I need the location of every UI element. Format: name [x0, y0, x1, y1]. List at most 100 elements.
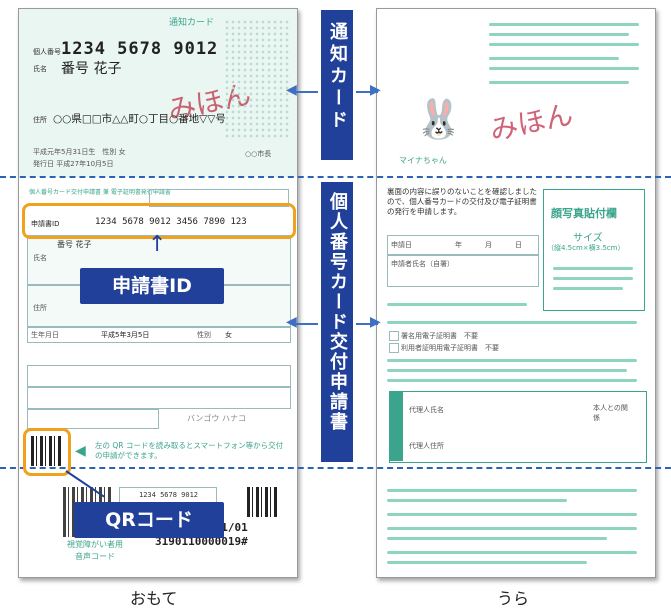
note-line [489, 23, 639, 26]
arrow-left-icon: ◀ [286, 82, 297, 98]
up-arrow-icon: ↑ [148, 232, 167, 257]
field-address-label: 住所 [33, 304, 47, 312]
arrow-line-top [292, 91, 318, 93]
proxy-table [389, 391, 647, 463]
card-address: ○○県□□市△△町○丁目○番地▽▽号 [53, 113, 226, 125]
arrow-line-mid [356, 323, 378, 325]
application-id-value: 1234 5678 9012 3456 7890 123 [95, 217, 247, 227]
stub-number: 1234 5678 9012 [139, 491, 199, 499]
mascot-icon: 🐰 [415, 97, 463, 141]
notification-card: 通知カード 個人番号 1234 5678 9012 氏名 番号 花子 みほん 住… [19, 9, 297, 177]
card-name: 番号 花子 [61, 61, 122, 77]
caption-front: おもて [130, 589, 178, 608]
stub-code-2: 3190110000019# [155, 535, 248, 548]
note-line [489, 81, 629, 84]
note-line [387, 359, 637, 362]
month-label: 月 [485, 241, 492, 249]
gender-label: 性別 [197, 331, 211, 339]
address-label: 住所 [33, 116, 47, 124]
note-line [387, 561, 587, 564]
card-title: 通知カード [169, 18, 215, 28]
note-line [489, 57, 619, 60]
back-sheet: みほん 🐰 マイナちゃん 裏面の内容に誤りのないことを確認しましたので、個人番号… [376, 8, 656, 578]
id-field: 申請書ID 1234 5678 9012 3456 7890 123 [27, 214, 289, 232]
form-top-box [149, 189, 289, 207]
checkbox-2-label: 利用者証明用電子証明書 不要 [401, 344, 499, 352]
signature-box [387, 255, 539, 287]
note-line [553, 287, 623, 290]
note-line [387, 321, 637, 324]
name-label: 氏名 [33, 65, 47, 73]
arrow-line-mid [292, 323, 318, 325]
divider-top [0, 176, 671, 178]
qr-code-image [31, 436, 61, 466]
arrow-line-top [356, 91, 378, 93]
stub-footer-1: 視覚障がい者用 [67, 540, 123, 549]
divider-bottom [0, 467, 671, 469]
birth-row [27, 327, 291, 343]
banner-text: 個人番号カード交付申請書 [327, 192, 348, 432]
qr-note: 左の QR コードを読み取るとスマートフォン等から交付の申請ができます。 [95, 441, 284, 460]
gender-value: 女 [225, 331, 232, 339]
note-line [387, 369, 627, 372]
note-line [387, 379, 637, 382]
number-label: 個人番号 [33, 48, 61, 56]
birth-label: 生年月日 [31, 331, 59, 339]
label-qr-code: QRコード [74, 502, 224, 538]
note-line [387, 527, 637, 530]
issue-date: 発行日 平成27年10月5日 [33, 160, 114, 168]
photo-size: （縦4.5cm×横3.5cm） [547, 244, 625, 252]
signature-label: 申請者氏名（自署） [391, 260, 454, 268]
proxy-address: 代理人住所 [409, 442, 444, 450]
qr-code-highlight [23, 428, 71, 476]
date-box [387, 235, 539, 255]
issuer: ○○市長 [245, 150, 272, 158]
proxy-relation: 本人との関係 [593, 404, 628, 422]
label-application-id: 申請書ID [80, 268, 224, 304]
banner-notification-card: 通知カード [321, 10, 353, 160]
proxy-name: 代理人氏名 [409, 406, 444, 414]
stub-footer-2: 音声コード [75, 552, 115, 561]
arrow-left-icon: ◀ [286, 314, 297, 330]
extra-row-3 [27, 409, 159, 429]
extra-row-1 [27, 365, 291, 387]
note-line [553, 277, 633, 280]
banner-text: 通知カード [327, 22, 348, 132]
note-line [387, 513, 637, 516]
extra-row-2 [27, 387, 291, 409]
note-line [489, 43, 639, 46]
checkbox-2[interactable] [389, 343, 399, 353]
card-number: 1234 5678 9012 [61, 39, 219, 59]
stub-qr-right [247, 487, 277, 517]
photo-size-label: サイズ [573, 233, 603, 244]
birth-info: 平成元年5月31日生 性別 女 [33, 148, 126, 156]
note-line [489, 33, 629, 36]
photo-box [543, 189, 645, 311]
note-line [387, 303, 527, 306]
note-line [387, 551, 637, 554]
note-line [489, 67, 639, 70]
field-name-label: 氏名 [33, 254, 47, 262]
sample-stamp-back: みほん [486, 97, 576, 148]
caption-back: うら [497, 589, 530, 608]
day-label: 日 [515, 241, 522, 249]
checkbox-1-label: 署名用電子証明書 不要 [401, 332, 478, 340]
banner-application: 個人番号カード交付申請書 [321, 182, 353, 462]
form-header: 個人番号カード交付申請書 兼 電子証明書発行申請書 [29, 189, 171, 196]
arrow-right-icon: ▶ [370, 82, 381, 98]
note-line [387, 489, 637, 492]
note-line [553, 267, 633, 270]
arrow-right-icon: ▶ [370, 314, 381, 330]
pattern [224, 19, 289, 139]
mascot-name: マイナちゃん [399, 156, 447, 165]
id-field-label: 申請書ID [31, 220, 60, 228]
kana-value: バンゴウ ハナコ [187, 414, 246, 423]
qr-arrow-icon: ◀ [75, 443, 86, 459]
note-line [387, 499, 567, 502]
note-line [387, 537, 607, 540]
proxy-side [389, 391, 403, 461]
date-label: 申請日 [391, 241, 412, 249]
field-name-value: 番号 花子 [57, 240, 92, 249]
apply-text: 裏面の内容に誤りのないことを確認しましたので、個人番号カードの交付及び電子証明書… [387, 187, 537, 216]
checkbox-1[interactable] [389, 331, 399, 341]
